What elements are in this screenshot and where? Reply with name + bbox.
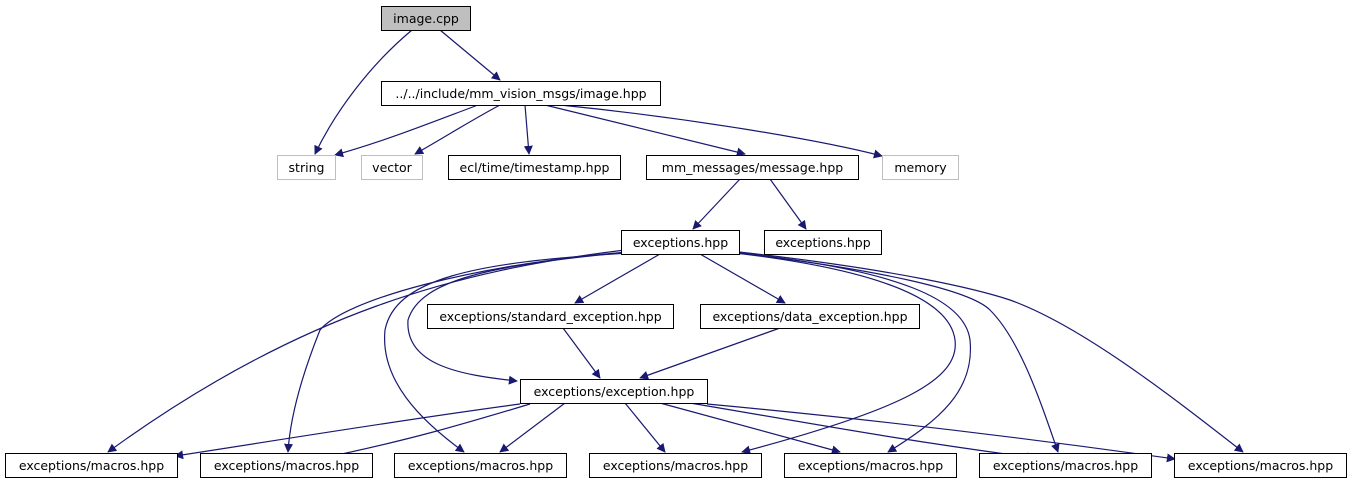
node-std_exc[interactable]: exceptions/standard_exception.hpp [427, 304, 674, 329]
node-m6[interactable]: exceptions/macros.hpp [979, 453, 1152, 478]
node-label: mm_messages/message.hpp [662, 160, 844, 175]
edge-exc-to-m5 [659, 402, 841, 455]
node-box [394, 453, 567, 478]
node-box [784, 453, 957, 478]
edge-message-to-exceptions2 [769, 178, 807, 230]
node-box [448, 155, 621, 180]
edge-exc-to-m3 [499, 402, 566, 453]
node-vector: vector [361, 155, 423, 180]
node-timestamp[interactable]: ecl/time/timestamp.hpp [448, 155, 621, 180]
edge-exceptions1-to-m6 [738, 252, 1060, 453]
node-label: exceptions/macros.hpp [798, 458, 943, 473]
node-box [5, 453, 178, 478]
node-m1[interactable]: exceptions/macros.hpp [5, 453, 178, 478]
node-box [200, 453, 373, 478]
node-label: string [289, 160, 325, 175]
node-label: ecl/time/timestamp.hpp [460, 160, 610, 175]
node-m7[interactable]: exceptions/macros.hpp [1174, 453, 1347, 478]
node-label: vector [372, 160, 413, 175]
node-label: exceptions/macros.hpp [993, 458, 1138, 473]
edges-layer [107, 29, 1244, 463]
edge-exceptions1-to-std_exc [574, 253, 661, 304]
node-label: exceptions.hpp [633, 235, 728, 250]
node-box [882, 155, 959, 180]
node-string: string [277, 155, 336, 180]
node-m4[interactable]: exceptions/macros.hpp [589, 453, 762, 478]
node-memory: memory [882, 155, 959, 180]
edge-message-to-exceptions1 [692, 178, 741, 230]
node-label: image.cpp [393, 11, 459, 26]
edge-exc-to-m4 [624, 402, 666, 453]
node-label: exceptions/macros.hpp [1188, 458, 1333, 473]
node-box [621, 230, 740, 255]
edge-exc-to-m6 [689, 402, 1036, 462]
node-box [427, 304, 674, 329]
node-image_hpp[interactable]: ../../include/mm_vision_msgs/image.hpp [381, 81, 661, 106]
nodes-layer: image.cpp ../../include/mm_vision_msgs/im… [5, 6, 1347, 478]
edge-exceptions1-to-m1 [107, 249, 626, 453]
node-exc[interactable]: exceptions/exception.hpp [520, 379, 708, 404]
edge-exceptions1-to-m7 [738, 251, 1244, 453]
node-box [381, 81, 661, 106]
edge-image_hpp-to-memory [559, 104, 883, 159]
edge-exceptions1-to-data_exc [699, 253, 786, 304]
node-label: exceptions/macros.hpp [19, 458, 164, 473]
edge-exceptions1-to-m5 [737, 252, 972, 453]
edge-image_hpp-to-string [334, 104, 479, 158]
node-label: ../../include/mm_vision_msgs/image.hpp [395, 86, 646, 101]
node-label: exceptions/data_exception.hpp [712, 309, 907, 324]
node-box [361, 155, 423, 180]
edge-exceptions1-to-m3 [384, 252, 631, 453]
edge-image_hpp-to-timestamp [523, 104, 533, 155]
node-exceptions2[interactable]: exceptions.hpp [764, 230, 882, 255]
node-box [646, 155, 859, 180]
edge-image_hpp-to-message [544, 104, 746, 157]
node-label: exceptions/standard_exception.hpp [439, 309, 661, 324]
node-message[interactable]: mm_messages/message.hpp [646, 155, 859, 180]
node-label: exceptions/macros.hpp [214, 458, 359, 473]
edge-exc-to-m2 [317, 403, 531, 462]
node-box [520, 379, 708, 404]
node-box [589, 453, 762, 478]
edge-exc-to-m7 [706, 403, 1176, 463]
edge-data_exc-to-exc [639, 327, 781, 380]
node-box [764, 230, 882, 255]
edge-exceptions1-to-m2 [284, 251, 629, 453]
node-root[interactable]: image.cpp [381, 6, 471, 31]
edge-exc-to-m1 [174, 403, 521, 460]
edge-root-to-string [314, 29, 413, 155]
node-data_exc[interactable]: exceptions/data_exception.hpp [700, 304, 920, 329]
node-box [700, 304, 920, 329]
node-box [1174, 453, 1347, 478]
node-m2[interactable]: exceptions/macros.hpp [200, 453, 373, 478]
node-label: exceptions/macros.hpp [408, 458, 553, 473]
node-m5[interactable]: exceptions/macros.hpp [784, 453, 957, 478]
edge-image_hpp-to-vector [414, 104, 501, 155]
node-box [381, 6, 471, 31]
node-label: memory [894, 160, 947, 175]
node-label: exceptions/exception.hpp [534, 384, 695, 399]
node-m3[interactable]: exceptions/macros.hpp [394, 453, 567, 478]
edge-std_exc-to-exc [562, 327, 601, 379]
edge-exceptions1-to-m4 [734, 252, 956, 455]
node-box [979, 453, 1152, 478]
node-box [277, 155, 336, 180]
node-label: exceptions.hpp [775, 235, 870, 250]
edge-root-to-image_hpp [439, 29, 501, 81]
node-label: exceptions/macros.hpp [603, 458, 748, 473]
node-exceptions1[interactable]: exceptions.hpp [621, 230, 740, 255]
